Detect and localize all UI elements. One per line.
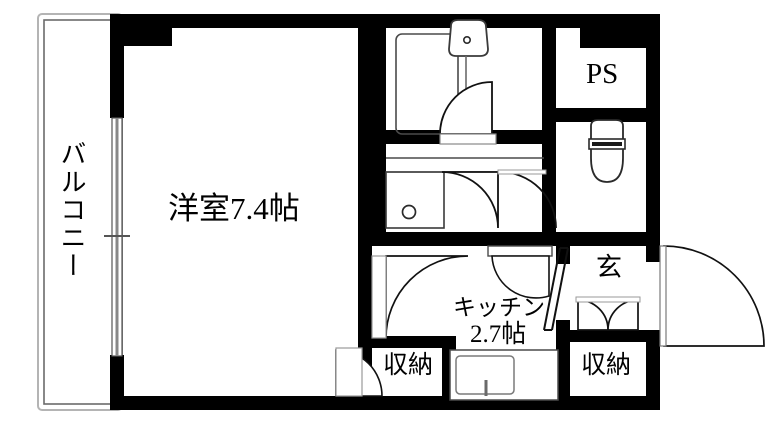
entrance-door[interactable] (659, 245, 765, 347)
bathtub (395, 33, 459, 135)
kitchen-upper-cabinet (487, 245, 553, 257)
balcony-label: バルコニー (57, 140, 86, 280)
kitchen-entrance-walls (358, 242, 660, 410)
closet-left-door[interactable] (335, 347, 383, 397)
bathroom-door[interactable] (439, 81, 497, 145)
closet-right-label: 収納 (581, 352, 632, 379)
kitchen-sliding-door[interactable] (543, 247, 569, 331)
closet-left-label: 収納 (383, 352, 434, 379)
kitchen-counter (449, 349, 559, 401)
kitchen-area-label: 2.7帖 (470, 321, 527, 348)
balcony-sliding-window[interactable] (104, 117, 130, 357)
kitchen-label: キッチン (453, 295, 545, 320)
main-room-label: 洋室7.4帖 (168, 191, 300, 226)
kitchen-closet-door[interactable] (371, 255, 469, 339)
toilet-icon (588, 119, 626, 183)
pipe-shaft-label: PS (586, 58, 619, 90)
washroom-door[interactable] (441, 169, 557, 229)
washing-machine-space (385, 157, 544, 229)
entrance-label: 玄 (596, 253, 623, 282)
kitchen-entry-door[interactable] (491, 255, 550, 299)
shoe-closet-doors[interactable] (575, 296, 641, 331)
